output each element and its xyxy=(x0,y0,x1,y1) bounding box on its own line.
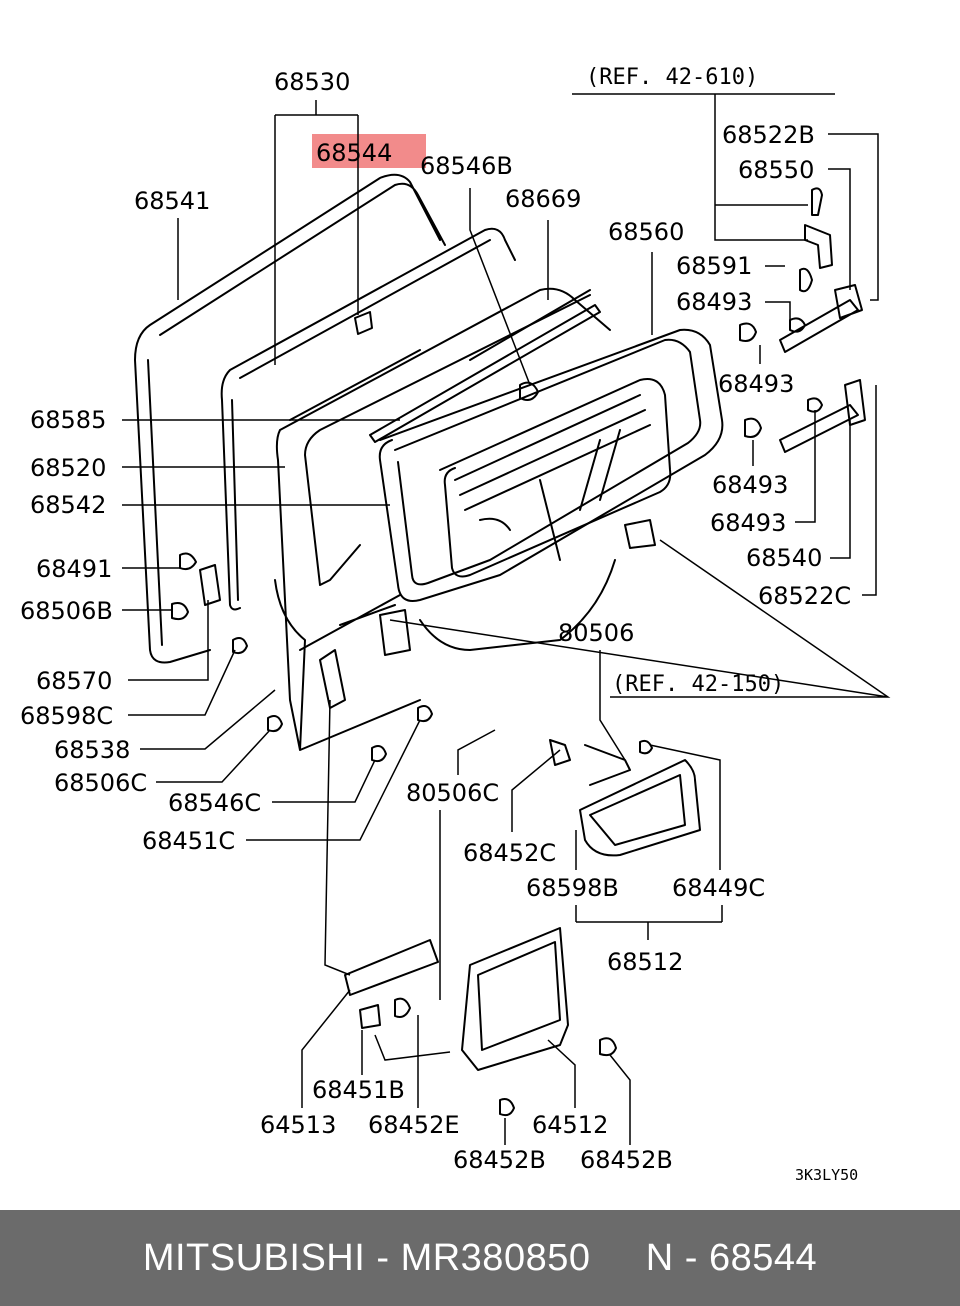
label-68669: 68669 xyxy=(505,185,581,213)
leader-68493d xyxy=(795,410,816,523)
label-68520: 68520 xyxy=(30,454,106,482)
label-68598B: 68598B xyxy=(526,874,619,902)
bracket-68512 xyxy=(575,905,723,940)
label-68598C: 68598C xyxy=(20,702,113,730)
exploded-parts-diagram: 68530 68544 68546B 68541 68669 68560 (RE… xyxy=(20,65,891,1184)
leader-68506C xyxy=(156,729,271,783)
label-68542: 68542 xyxy=(30,491,106,519)
highlight-box xyxy=(312,134,426,168)
label-68546C: 68546C xyxy=(168,789,261,817)
ref-42-150: (REF. 42-150) xyxy=(612,672,784,697)
ref-top xyxy=(572,93,835,241)
label-68493-b: 68493 xyxy=(718,370,794,398)
label-68493-a: 68493 xyxy=(676,288,752,316)
leader-64513 xyxy=(301,989,351,1108)
label-68452B-b: 68452B xyxy=(580,1146,673,1174)
weatherstrip-outline xyxy=(134,173,446,664)
leader-68540 xyxy=(830,420,851,559)
leader-68522B xyxy=(828,133,879,301)
moulding-strip xyxy=(369,289,601,443)
label-68506C: 68506C xyxy=(54,769,147,797)
label-68491: 68491 xyxy=(36,555,112,583)
leader-68570 xyxy=(128,600,209,681)
leader-68522C xyxy=(862,385,877,596)
leader-64512 xyxy=(547,1039,576,1108)
label-68493-d: 68493 xyxy=(710,509,786,537)
screws-lower xyxy=(359,997,617,1117)
leader-68598C xyxy=(128,649,236,716)
leader-68538 xyxy=(140,689,276,750)
label-68493-c: 68493 xyxy=(712,471,788,499)
label-68522C: 68522C xyxy=(758,582,851,610)
label-80506C: 80506C xyxy=(406,779,499,807)
label-68452C: 68452C xyxy=(463,839,556,867)
label-68585: 68585 xyxy=(30,406,106,434)
part-labels: 68530 68544 68546B 68541 68669 68560 (RE… xyxy=(20,65,858,1184)
leader-lines xyxy=(122,93,891,1145)
bracket-64513 xyxy=(344,939,439,996)
label-68452B-a: 68452B xyxy=(453,1146,546,1174)
label-68541: 68541 xyxy=(134,187,210,215)
leader-68452B_b xyxy=(609,1054,631,1145)
label-68451B: 68451B xyxy=(312,1076,405,1104)
label-68546B: 68546B xyxy=(420,152,513,180)
leader-68451C xyxy=(246,719,421,841)
label-68530: 68530 xyxy=(274,68,350,96)
cover-64512 xyxy=(461,927,569,1071)
label-68544: 68544 xyxy=(316,139,392,167)
door-panel xyxy=(274,287,611,751)
leader-68449C xyxy=(649,744,721,870)
handle-lid xyxy=(579,744,701,857)
glass-pane xyxy=(439,378,672,578)
ref-42-610: (REF. 42-610) xyxy=(586,65,758,90)
label-68506B: 68506B xyxy=(20,597,113,625)
drawing-code: 3K3LY50 xyxy=(795,1166,858,1184)
label-68512: 68512 xyxy=(607,948,683,976)
frame-strip xyxy=(220,227,516,611)
leader-68451B xyxy=(361,1030,451,1075)
diagram-drawing xyxy=(134,173,866,1117)
label-68538: 68538 xyxy=(54,736,130,764)
label-64513: 64513 xyxy=(260,1111,336,1139)
leader-80506 xyxy=(599,650,626,761)
label-68570: 68570 xyxy=(36,667,112,695)
ref-middle xyxy=(389,539,891,698)
footer-part-info: MITSUBISHI - MR380850 N - 68544 xyxy=(142,1236,818,1279)
label-68550: 68550 xyxy=(738,156,814,184)
label-68522B: 68522B xyxy=(722,121,815,149)
label-68591: 68591 xyxy=(676,252,752,280)
footer-bar: MITSUBISHI - MR380850 N - 68544 xyxy=(0,1210,960,1306)
hinge-lower xyxy=(779,379,866,453)
label-68452E: 68452E xyxy=(368,1111,460,1139)
leader-80506C xyxy=(324,699,496,1000)
hinge-upper xyxy=(779,284,863,353)
leader-68546B xyxy=(469,188,531,386)
lower-panel xyxy=(299,559,616,709)
leader-68452C xyxy=(511,749,561,832)
leader-68493a xyxy=(765,301,791,320)
bracket-68530 xyxy=(274,100,359,365)
label-64512: 64512 xyxy=(532,1111,608,1139)
leader-68550 xyxy=(828,168,851,290)
label-68560: 68560 xyxy=(608,218,684,246)
label-68540: 68540 xyxy=(746,544,822,572)
fasteners xyxy=(171,311,762,766)
label-68451C: 68451C xyxy=(142,827,235,855)
label-80506: 80506 xyxy=(558,619,634,647)
window-frame-inner xyxy=(378,328,724,602)
leader-68546C xyxy=(272,759,376,803)
label-68449C: 68449C xyxy=(672,874,765,902)
